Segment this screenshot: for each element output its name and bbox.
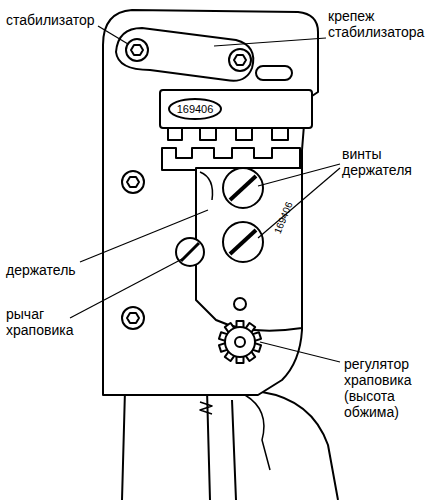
leader-line (70, 258, 184, 318)
part-label: винты держателя (342, 146, 432, 178)
holder-edge (200, 172, 213, 200)
hex-head (127, 313, 139, 323)
holder (196, 168, 302, 331)
leader-line (258, 168, 340, 238)
part-label: держатель (6, 262, 96, 278)
screw-slot (230, 230, 256, 254)
ratchet-adjuster (219, 321, 261, 363)
leader-line (214, 38, 326, 46)
hex-head (127, 177, 139, 187)
part-label: крепеж стабилизатора (328, 8, 432, 40)
screw (122, 307, 144, 329)
handle-edge (245, 395, 270, 470)
gear-body (225, 327, 255, 357)
leader-line (80, 210, 208, 262)
upper-die-teeth (168, 128, 288, 140)
lower-die (162, 148, 300, 170)
holder-screw (223, 222, 263, 262)
head-plate (103, 10, 318, 395)
hex-head (131, 45, 143, 55)
stabilizer (116, 28, 253, 81)
die-slot (256, 66, 292, 80)
screw-slot (230, 176, 256, 200)
leader-line (260, 342, 340, 362)
die-marking-oval (169, 99, 221, 119)
part-label: регулятор храповика (высота обжима) (344, 356, 432, 420)
leader-line (258, 164, 340, 186)
ratchet-lever (176, 238, 204, 266)
spring (200, 402, 212, 414)
part-label: рычаг храповика (6, 306, 76, 338)
part-marking: 169406 (177, 103, 214, 116)
leader-line (98, 26, 128, 44)
screw (229, 49, 251, 71)
gear-hub (235, 337, 245, 347)
stabilizer-fastener (126, 39, 148, 61)
part-label: стабилизатор (6, 12, 106, 28)
screw (234, 298, 246, 310)
screw (122, 171, 144, 193)
right-handle (232, 392, 338, 500)
holder-screw (223, 168, 263, 208)
left-handle (122, 390, 210, 500)
hex-head (234, 55, 246, 65)
upper-die (160, 90, 312, 128)
